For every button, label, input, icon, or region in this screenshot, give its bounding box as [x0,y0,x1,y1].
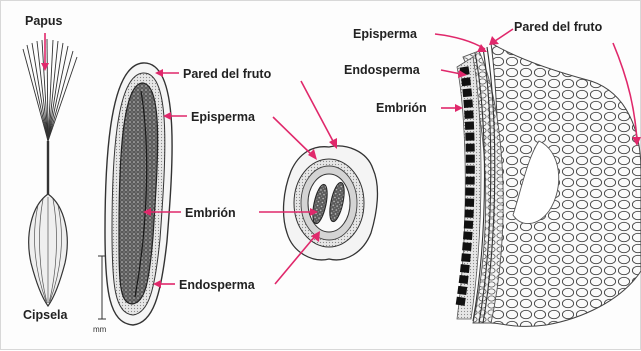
scale-bar [98,256,106,319]
papus-label: Papus [25,14,63,28]
episperma-left-label: Episperma [191,110,256,124]
scale-unit-label: mm [93,325,107,334]
embrion-left-label: Embrión [185,206,236,220]
endosperma-left-label: Endosperma [179,278,256,292]
pared-del-fruto-right-arrow [489,29,513,45]
embrion-right-arrow [441,104,463,112]
papus-arrow [41,33,49,71]
cross-section [284,146,378,260]
pared-del-fruto-right-label: Pared del fruto [514,20,603,34]
magnified-detail [457,43,641,326]
detail-fruit-wall-cells [491,43,641,326]
cipsela-illustration [23,39,77,306]
papus-bristles [23,39,77,141]
episperma-right-label: Episperma [353,27,418,41]
cross-pared-arrow [301,81,337,149]
embrion-right-label: Embrión [376,101,427,115]
endosperma-right-label: Endosperma [344,63,421,77]
cross-episperma-arrow [273,117,317,160]
longitudinal-section [105,63,172,325]
pared-del-fruto-left-label: Pared del fruto [183,67,272,81]
episperma-right-arrow [435,34,487,52]
cipsela-label: Cipsela [23,308,69,322]
